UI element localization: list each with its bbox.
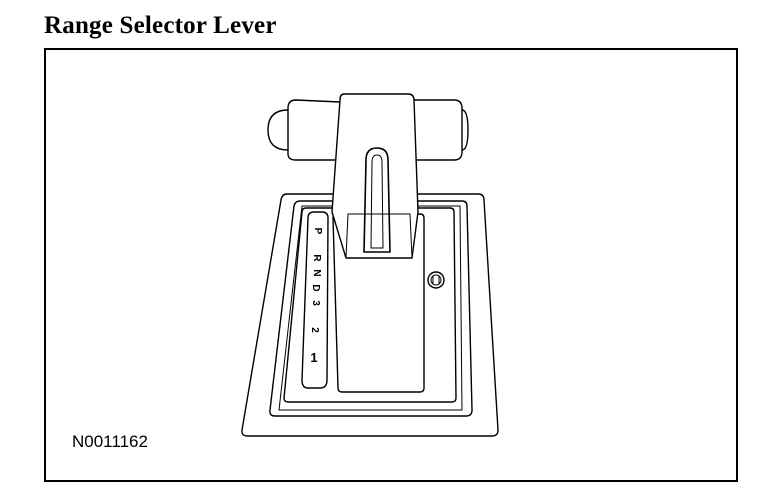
lever-shaft-inner-edge <box>345 213 413 259</box>
lock-button-inner <box>430 274 442 286</box>
gate-plate <box>283 207 457 403</box>
console-bezel-inner <box>269 200 473 417</box>
gear-label-d: D <box>310 284 321 291</box>
lock-button-icon <box>427 271 445 289</box>
crossbar-left <box>287 99 341 161</box>
figure-id: N0011162 <box>72 432 148 451</box>
lock-button-mark <box>432 276 440 284</box>
console-bezel-outer <box>241 193 499 437</box>
gear-label-p: P <box>312 228 323 235</box>
gear-label-1: 1 <box>310 350 317 365</box>
gear-label-3: 3 <box>310 300 321 306</box>
crossbar-right-cap <box>461 109 469 151</box>
gear-indicator-window <box>301 211 329 389</box>
gear-labels: P R N D 3 2 1 <box>309 228 323 365</box>
gear-label-2: 2 <box>309 327 320 333</box>
lever-shaft <box>331 93 419 259</box>
crossbar-right <box>413 99 463 161</box>
crossbar-left-cap <box>267 109 289 151</box>
gear-label-r: R <box>311 254 322 262</box>
illustration-frame <box>44 48 738 482</box>
gear-label-n: N <box>311 269 322 276</box>
figure-title: Range Selector Lever <box>44 12 277 39</box>
lever-slot-inner <box>370 154 384 249</box>
lever-slot <box>363 147 391 253</box>
